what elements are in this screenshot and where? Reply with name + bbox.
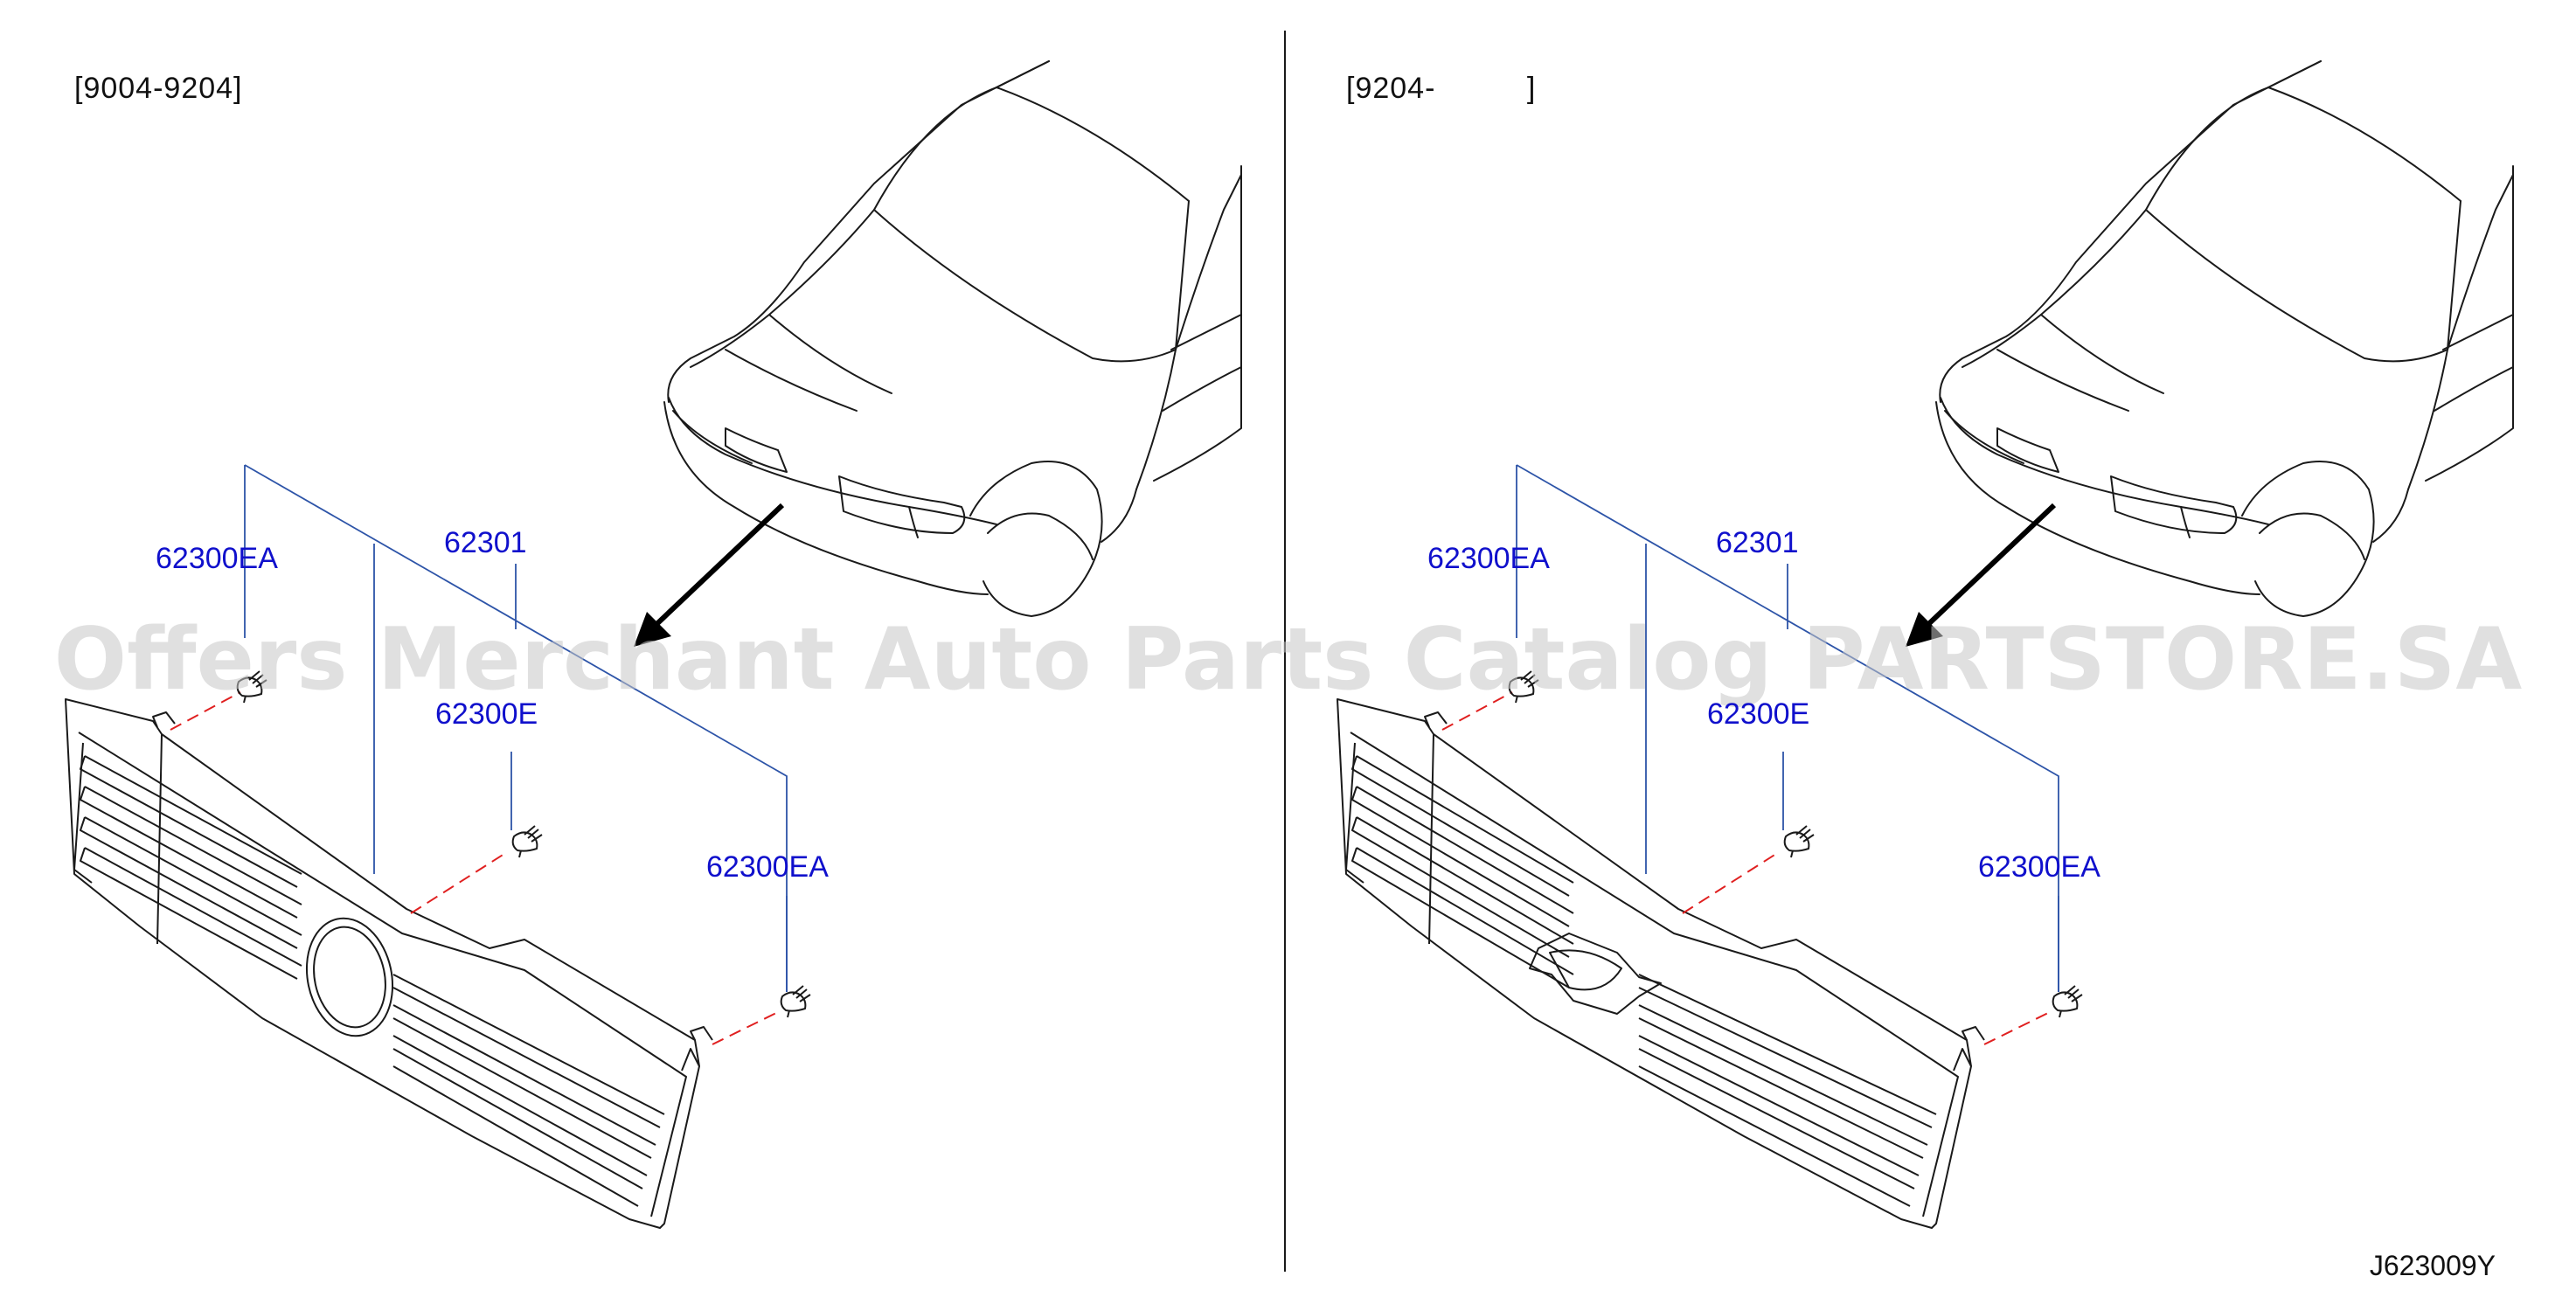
diagram-reference-code: J623009Y	[2369, 1250, 2496, 1281]
part-code-62300EA-right-right[interactable]: 62300EA	[1978, 850, 2100, 884]
left-panel-artwork	[65, 60, 1242, 1229]
front-grille	[65, 698, 713, 1229]
right-panel-artwork	[1337, 60, 2514, 1229]
mounting-lines	[1441, 691, 2051, 1045]
year-range-label-right: [9204- ]	[1346, 72, 1537, 105]
leader-lines	[1516, 464, 2059, 992]
front-grille	[1337, 698, 1985, 1229]
leader-lines	[244, 464, 788, 992]
part-code-62300EA-right-left[interactable]: 62300EA	[706, 850, 829, 884]
part-code-62300EA-top-left[interactable]: 62300EA	[156, 542, 278, 575]
year-range-label-left: [9004-9204]	[74, 72, 243, 105]
mounting-lines	[170, 691, 779, 1045]
part-code-62301-left[interactable]: 62301	[444, 526, 527, 559]
part-code-62300E-right[interactable]: 62300E	[1707, 697, 1810, 731]
location-arrow	[634, 503, 785, 647]
part-code-62300EA-top-right[interactable]: 62300EA	[1427, 542, 1550, 575]
part-code-62300E-left[interactable]: 62300E	[435, 697, 538, 731]
part-code-62301-right[interactable]: 62301	[1716, 526, 1799, 559]
location-arrow	[1906, 503, 2057, 647]
